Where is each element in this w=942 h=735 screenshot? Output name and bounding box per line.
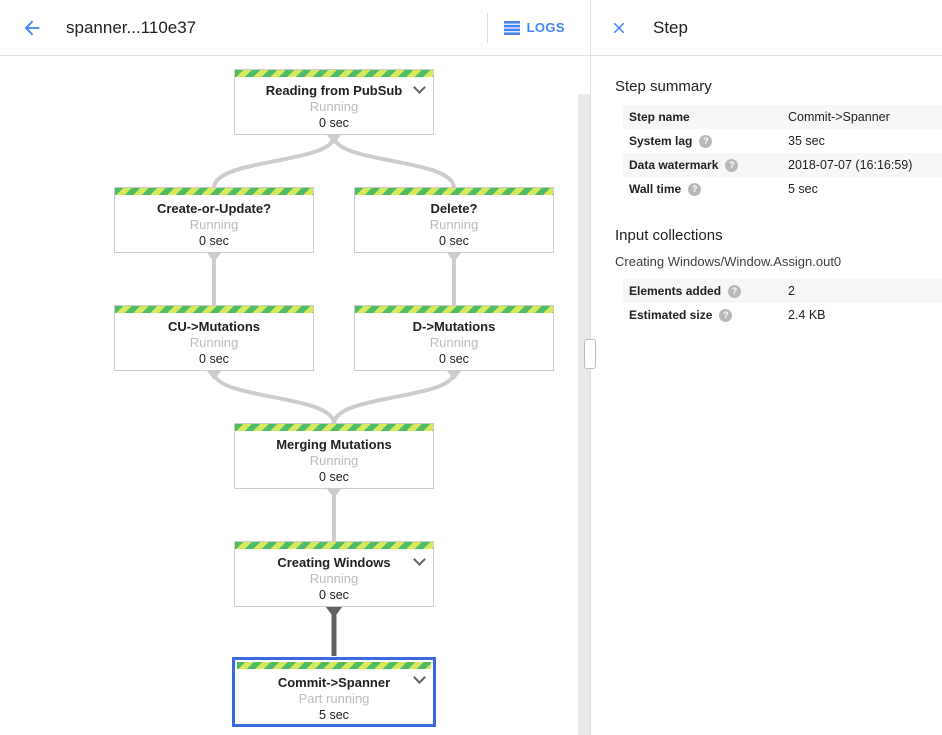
node-title: Delete? bbox=[430, 201, 478, 216]
node-status: Running bbox=[189, 217, 239, 232]
kv-label: Elements added? bbox=[629, 284, 788, 298]
running-progress-stripe bbox=[235, 70, 433, 77]
panel-title: Step bbox=[653, 17, 688, 37]
node-title: CU->Mutations bbox=[167, 319, 261, 334]
running-progress-stripe bbox=[355, 306, 553, 313]
node-duration: 0 sec bbox=[199, 234, 229, 248]
node-duration: 0 sec bbox=[439, 352, 469, 366]
close-panel-button[interactable] bbox=[599, 8, 639, 48]
kv-value: Commit->Spanner bbox=[788, 110, 890, 124]
running-progress-stripe bbox=[115, 188, 313, 195]
close-icon bbox=[613, 22, 625, 33]
kv-value: 2 bbox=[788, 284, 795, 298]
kv-value: 2.4 KB bbox=[788, 308, 826, 322]
help-icon[interactable]: ? bbox=[688, 182, 702, 196]
node-duration: 0 sec bbox=[319, 588, 349, 602]
node-duration: 0 sec bbox=[319, 470, 349, 484]
node-title: Create-or-Update? bbox=[156, 201, 272, 216]
node-title: Creating Windows bbox=[277, 555, 391, 570]
kv-value: 5 sec bbox=[788, 182, 818, 196]
help-icon[interactable]: ? bbox=[725, 158, 739, 172]
chevron-down-icon[interactable] bbox=[415, 83, 423, 91]
kv-label: Data watermark? bbox=[629, 158, 788, 172]
job-header: spanner...110e37 LOGS bbox=[0, 0, 591, 56]
header-divider bbox=[486, 12, 488, 43]
node-status: Running bbox=[429, 335, 479, 350]
graph-scrollbar[interactable] bbox=[578, 94, 591, 735]
kv-row: Data watermark?2018-07-07 (16:16:59) bbox=[623, 153, 942, 177]
job-title: spanner...110e37 bbox=[66, 17, 197, 37]
running-progress-stripe bbox=[115, 306, 313, 313]
running-progress-stripe bbox=[355, 188, 553, 195]
kv-row: System lag?35 sec bbox=[623, 129, 942, 153]
node-status: Running bbox=[309, 571, 359, 586]
node-title: Merging Mutations bbox=[276, 437, 392, 452]
help-icon[interactable]: ? bbox=[728, 284, 742, 298]
logs-button-label: LOGS bbox=[526, 20, 565, 35]
kv-value: 35 sec bbox=[788, 134, 825, 148]
step-details-panel: Step Step summary Step name Commit->Spann… bbox=[591, 0, 942, 735]
kv-label: Step name bbox=[629, 110, 690, 124]
running-progress-stripe bbox=[237, 662, 431, 669]
running-progress-stripe bbox=[235, 542, 433, 549]
chevron-down-icon[interactable] bbox=[415, 555, 423, 563]
kv-label: Estimated size? bbox=[629, 308, 788, 322]
graph-node-delete[interactable]: Delete?Running 0 sec bbox=[354, 187, 554, 253]
back-button[interactable] bbox=[12, 8, 52, 48]
kv-row: Elements added?2 bbox=[623, 279, 942, 303]
node-status: Running bbox=[309, 99, 359, 114]
kv-label: System lag? bbox=[629, 134, 788, 148]
running-progress-stripe bbox=[235, 424, 433, 431]
kv-label: Wall time? bbox=[629, 182, 788, 196]
node-duration: 0 sec bbox=[319, 116, 349, 130]
step-panel-header: Step bbox=[591, 0, 942, 56]
node-duration: 5 sec bbox=[319, 708, 349, 722]
kv-row: Step name Commit->Spanner bbox=[623, 105, 942, 129]
input-collection-name: Creating Windows/Window.Assign.out0 bbox=[615, 254, 842, 269]
node-title: D->Mutations bbox=[412, 319, 496, 334]
kv-row: Estimated size?2.4 KB bbox=[623, 303, 942, 327]
logs-button[interactable]: LOGS bbox=[500, 12, 569, 43]
node-status: Running bbox=[189, 335, 239, 350]
step-summary-heading: Step summary bbox=[615, 78, 712, 95]
node-duration: 0 sec bbox=[439, 234, 469, 248]
help-icon[interactable]: ? bbox=[719, 308, 733, 322]
chevron-down-icon[interactable] bbox=[415, 673, 423, 681]
node-status: Running bbox=[429, 217, 479, 232]
kv-value: 2018-07-07 (16:16:59) bbox=[788, 158, 913, 172]
logs-list-icon bbox=[503, 20, 520, 35]
input-collections-heading: Input collections bbox=[615, 227, 723, 244]
kv-row: Wall time?5 sec bbox=[623, 177, 942, 201]
node-title: Commit->Spanner bbox=[277, 675, 391, 690]
node-status: Part running bbox=[298, 691, 370, 706]
help-icon[interactable]: ? bbox=[699, 134, 713, 148]
panel-resize-handle[interactable] bbox=[584, 339, 596, 369]
arrow-back-icon bbox=[24, 20, 40, 35]
graph-node-create-or-update[interactable]: Create-or-Update?Running 0 sec bbox=[114, 187, 314, 253]
node-title: Reading from PubSub bbox=[265, 83, 403, 98]
node-duration: 0 sec bbox=[199, 352, 229, 366]
node-status: Running bbox=[309, 453, 359, 468]
graph-edges bbox=[207, 134, 461, 656]
